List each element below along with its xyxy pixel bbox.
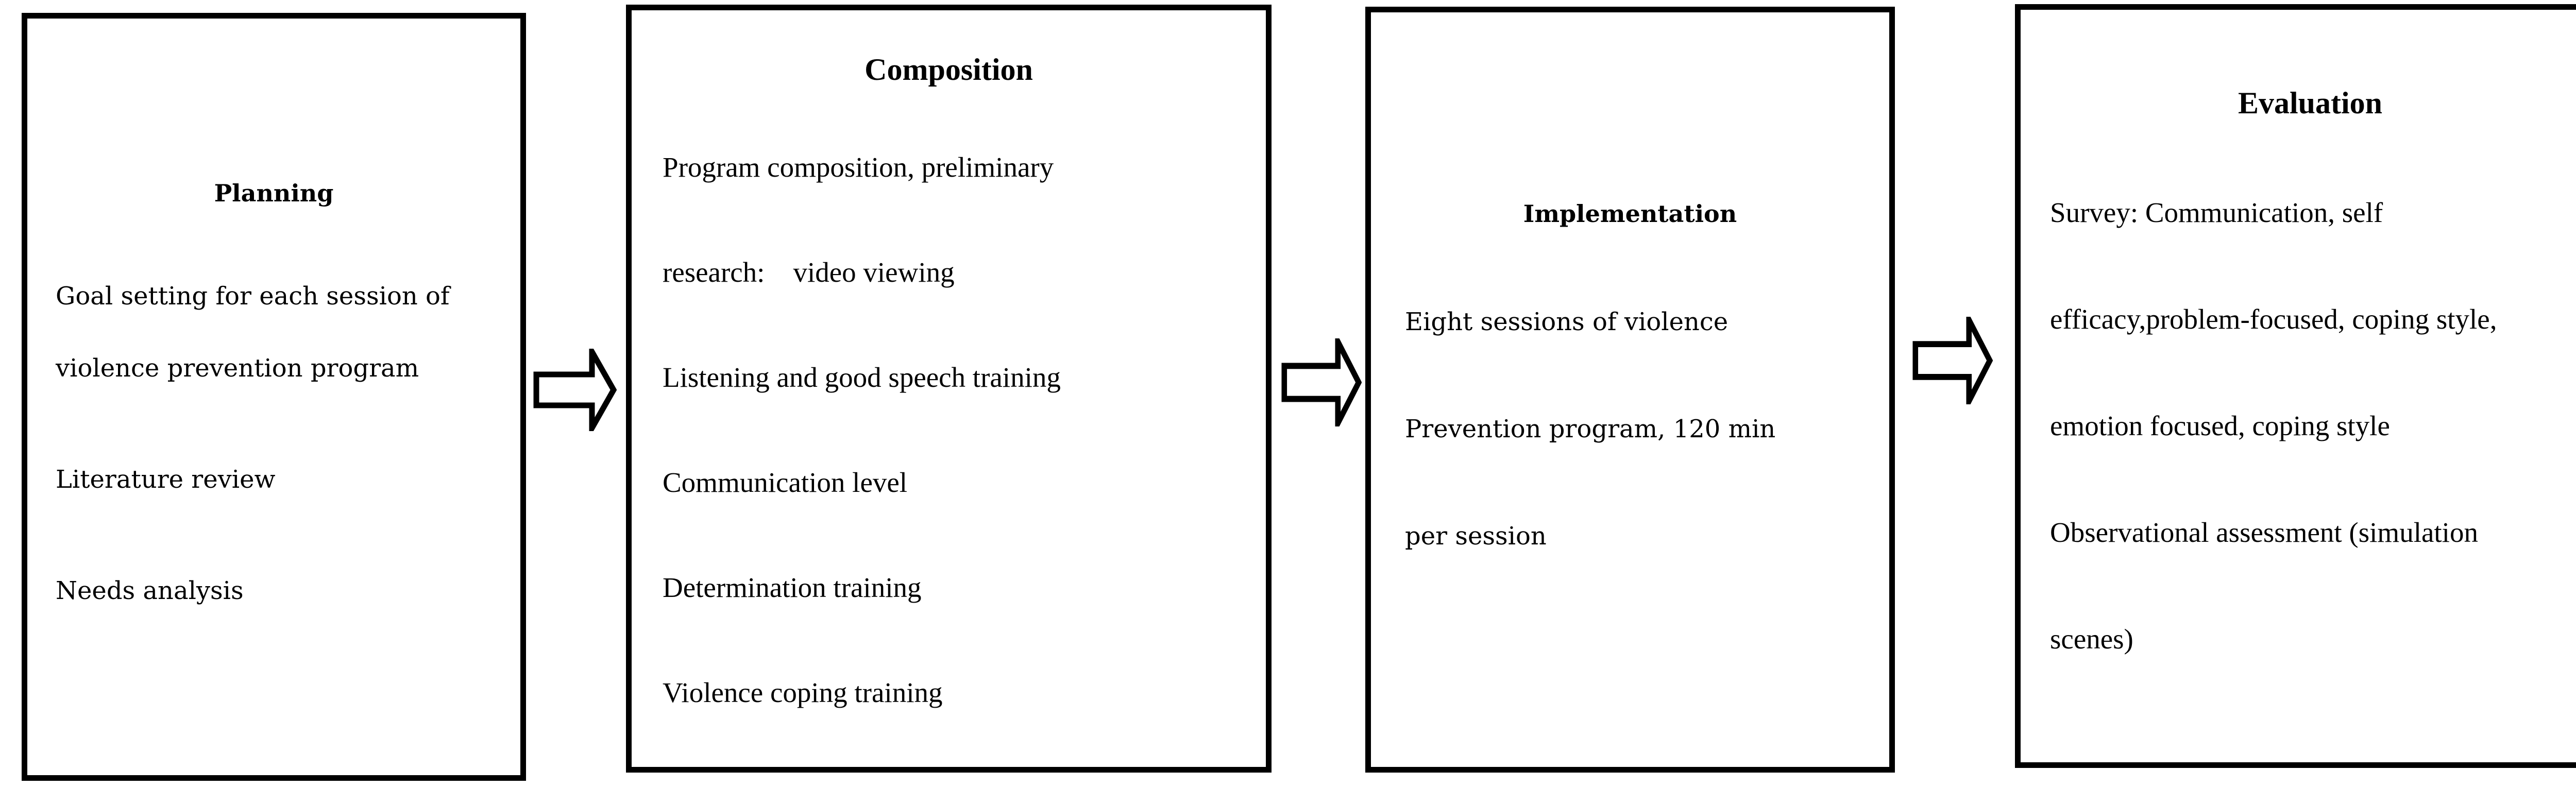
paragraph: Needs analysis [56, 555, 515, 627]
stage-content: Goal setting for each session of violence… [56, 260, 515, 666]
text-line: Observational assessment (simulation [2050, 517, 2478, 548]
paragraph: scenes) [2050, 586, 2576, 692]
text-line: Goal setting for each session of [56, 282, 450, 311]
text-line: Violence coping training [663, 676, 943, 708]
paragraph: Prevention program, 120 min [1405, 375, 1884, 483]
stage-content: Program composition, preliminary research… [663, 114, 1261, 745]
text-line: Prevention program, 120 min [1405, 415, 1776, 443]
paragraph: Program composition, preliminary [663, 114, 1261, 219]
stage-box-planning: Planning Goal setting for each session o… [22, 13, 526, 781]
paragraph: Survey: Communication, self [2050, 159, 2576, 266]
paragraph: Communication level [663, 430, 1261, 535]
paragraph: Violence coping training [663, 640, 1261, 745]
stage-title: Evaluation [2238, 86, 2383, 120]
text-line: Listening and good speech training [663, 361, 1061, 393]
paragraph: per session [1405, 483, 1884, 590]
text-line: Eight sessions of violence [1405, 307, 1728, 336]
text-line: research: video viewing [663, 256, 955, 288]
paragraph: efficacy,problem-focused, coping style, [2050, 266, 2576, 372]
stage-box-evaluation: Evaluation Survey: Communication, self ef… [2015, 4, 2576, 768]
text-line: Survey: Communication, self [2050, 197, 2383, 228]
paragraph: Observational assessment (simulation [2050, 479, 2576, 586]
stage-content: Survey: Communication, self efficacy,prob… [2050, 159, 2576, 692]
paragraph: research: video viewing [663, 219, 1261, 324]
paragraph: Eight sessions of violence [1405, 268, 1884, 375]
stage-title: Planning [214, 179, 334, 207]
text-line: scenes) [2050, 623, 2133, 655]
flow-arrow-icon [533, 349, 617, 431]
text-line: Determination training [663, 571, 922, 603]
stage-title: Composition [865, 53, 1033, 87]
text-line: Needs analysis [56, 576, 244, 605]
paragraph: Goal setting for each session of violence… [56, 260, 515, 404]
text-line: Literature review [56, 465, 276, 494]
flow-arrow-icon [1281, 338, 1362, 426]
text-line: per session [1405, 522, 1547, 551]
paragraph: Determination training [663, 535, 1261, 640]
text-line: emotion focused, coping style [2050, 410, 2390, 441]
text-line: efficacy,problem-focused, coping style, [2050, 303, 2497, 335]
stage-title: Implementation [1523, 200, 1737, 228]
paragraph: emotion focused, coping style [2050, 372, 2576, 479]
stage-box-implementation: Implementation Eight sessions of violenc… [1365, 7, 1895, 773]
stage-box-composition: Composition Program composition, prelimi… [626, 5, 1272, 773]
text-line: violence prevention program [56, 354, 419, 383]
text-line: Program composition, preliminary [663, 151, 1054, 183]
flow-arrow-icon [1912, 317, 1993, 404]
paragraph: Literature review [56, 443, 515, 516]
text-line: Communication level [663, 466, 908, 498]
paragraph: Listening and good speech training [663, 324, 1261, 430]
